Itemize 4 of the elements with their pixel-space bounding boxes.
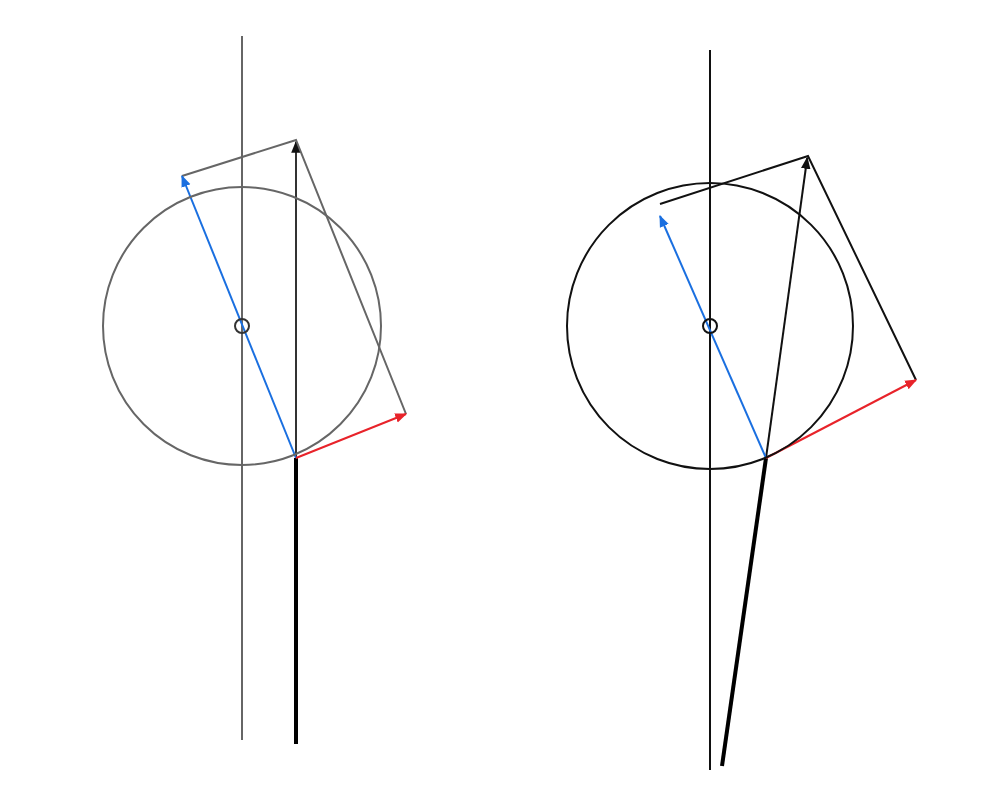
center-point [234,318,250,334]
circle-outline [102,186,382,466]
center-point [702,318,718,334]
circle-outline [566,182,854,470]
